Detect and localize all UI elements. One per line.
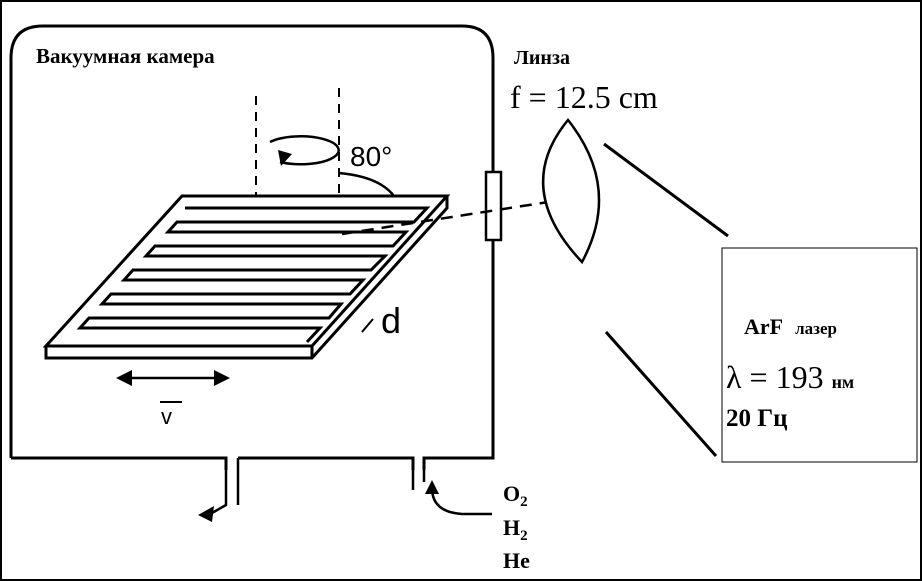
laser-box — [721, 247, 918, 463]
laser-wavelength-unit: нм — [832, 372, 855, 392]
rotation-arrow — [269, 135, 340, 166]
laser-ray-upper — [603, 142, 729, 238]
angle-label: 80° — [350, 141, 392, 172]
gas-o2-subscript: 2 — [520, 494, 528, 510]
inlet-tube — [411, 458, 426, 490]
rotation-arrowhead — [278, 150, 292, 166]
gas-h2-subscript: 2 — [520, 528, 528, 544]
sample-meander — [76, 206, 431, 344]
laser-name-model: ArF — [744, 314, 783, 339]
gas-h2: H2 — [503, 515, 528, 544]
lens — [541, 118, 601, 265]
chamber-window — [484, 170, 503, 242]
gas-he: He — [503, 548, 530, 573]
gas-h2-symbol: H — [503, 515, 520, 540]
vacuum-chamber-bottom-left — [11, 456, 228, 470]
laser-name: ArF лазер — [744, 314, 837, 339]
chamber-label: Вакуумная камера — [36, 44, 215, 68]
sample-plate-side — [44, 196, 449, 360]
velocity-label: v — [161, 404, 172, 429]
outlet-arrow — [198, 506, 214, 522]
laser-name-type: лазер — [795, 319, 837, 338]
laser-beam — [341, 192, 601, 236]
gas-o2-symbol: O — [503, 481, 520, 506]
outlet-tube — [211, 458, 240, 515]
laser-wavelength: λ = 193 нм — [726, 359, 854, 395]
velocity-arrowhead-right — [214, 370, 230, 386]
velocity-arrowhead-left — [116, 370, 132, 386]
lens-label: Линза — [514, 47, 570, 69]
vacuum-chamber-outline — [9, 24, 495, 470]
laser-ray-lower — [604, 331, 718, 457]
inlet-curve — [430, 487, 492, 516]
lens-focal-label: f = 12.5 cm — [510, 79, 658, 115]
inlet-arrow — [425, 480, 439, 494]
laser-frequency: 20 Гц — [726, 405, 788, 432]
vacuum-chamber-bottom-mid — [238, 456, 415, 470]
gas-o2: O2 — [503, 481, 528, 510]
thickness-mark — [361, 318, 374, 333]
thickness-label: d — [381, 300, 401, 341]
laser-wavelength-value: λ = 193 — [726, 359, 824, 395]
